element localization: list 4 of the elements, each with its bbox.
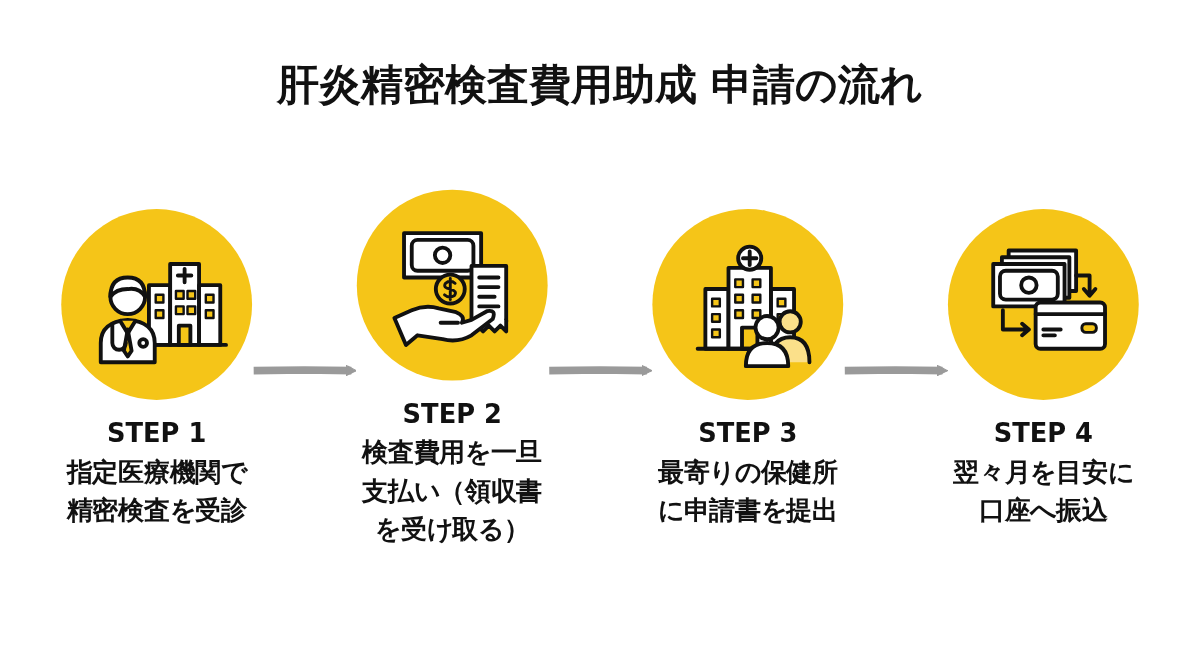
arrow — [253, 365, 357, 377]
diagram-title: 肝炎精密検査費用助成 申請の流れ — [275, 59, 925, 111]
arrow — [844, 365, 949, 377]
arrow — [549, 365, 653, 377]
